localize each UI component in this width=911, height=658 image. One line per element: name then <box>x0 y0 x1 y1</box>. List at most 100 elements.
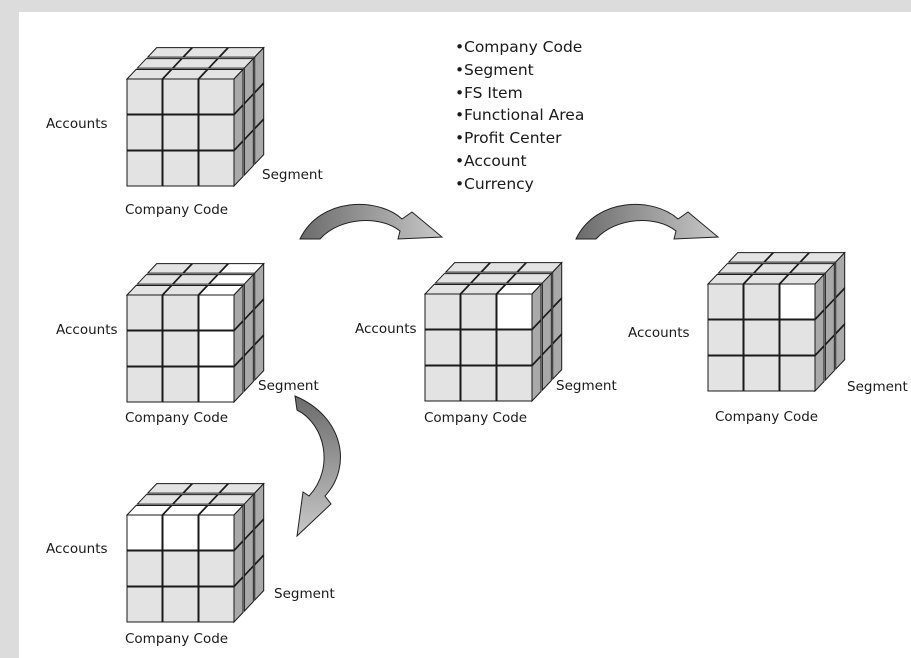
cube-top-cell <box>470 273 517 284</box>
cube-front-cell <box>198 78 235 115</box>
cube-front-cell <box>162 114 199 151</box>
cube-3 <box>423 261 563 403</box>
cube-front-cell <box>126 78 163 115</box>
characteristic-item: •Segment <box>455 60 534 79</box>
cube-front-cell <box>779 283 816 320</box>
cube-3-company-code-label: Company Code <box>424 410 528 426</box>
cube-front-cell <box>198 514 235 551</box>
cube-1 <box>125 46 265 188</box>
cube-2-accounts-label: Accounts <box>56 322 118 338</box>
cube-top-cell <box>136 494 183 505</box>
cube-side-cell <box>254 518 265 566</box>
cube-side-cell <box>254 82 265 130</box>
cube-front-cell <box>424 365 461 402</box>
cube-front-cell <box>162 78 199 115</box>
cube-front-cell <box>162 550 199 587</box>
cube-front-cell <box>162 366 199 403</box>
cube-5-company-code-label: Company Code <box>125 631 229 647</box>
cube-3-segment-label: Segment <box>556 378 617 394</box>
cube-diagram <box>125 46 846 624</box>
cube-1-accounts-label: Accounts <box>46 116 108 132</box>
cube-top-cell <box>444 262 491 273</box>
cube-1-segment-label: Segment <box>262 167 323 183</box>
cube-front-cell <box>496 293 533 330</box>
cube-side-cell <box>243 309 254 357</box>
cube-front-cell <box>743 283 780 320</box>
cube-front-cell <box>198 294 235 331</box>
cube-side-cell <box>552 297 563 345</box>
cube-front-cell <box>779 355 816 392</box>
cube-side-cell <box>243 345 254 393</box>
cube-top-cell <box>146 263 193 274</box>
cube-1-company-code-label: Company Code <box>125 202 229 218</box>
cube-side-cell <box>243 529 254 577</box>
cube-front-cell <box>126 294 163 331</box>
curved-arrow-down-icon <box>294 395 341 538</box>
cube-front-cell <box>126 550 163 587</box>
characteristic-item: •Company Code <box>455 38 583 56</box>
cube-side-cell <box>254 298 265 346</box>
cube-4-segment-label: Segment <box>847 379 908 395</box>
cube-front-cell <box>126 330 163 367</box>
cube-front-cell <box>162 514 199 551</box>
characteristic-item: •Functional Area <box>455 106 585 125</box>
cube-front-cell <box>162 330 199 367</box>
cube-front-cell <box>424 329 461 366</box>
cube-side-cell <box>243 93 254 141</box>
cube-side-cell <box>835 287 846 335</box>
diagram-canvas: Accounts Segment Company Code Accounts S… <box>19 12 911 658</box>
characteristic-item: •Profit Center <box>455 129 562 148</box>
cube-top-cell <box>434 273 481 284</box>
cube-front-cell <box>126 514 163 551</box>
cube-side-cell <box>243 129 254 177</box>
cube-top-cell <box>182 263 229 274</box>
cube-3-accounts-label: Accounts <box>355 321 417 337</box>
cube-side-cell <box>243 493 254 541</box>
cube-top-cell <box>146 47 193 58</box>
cube-front-cell <box>198 330 235 367</box>
cube-side-cell <box>835 251 846 299</box>
cube-side-cell <box>254 118 265 166</box>
cube-top-cell <box>136 274 183 285</box>
cube-front-cell <box>198 366 235 403</box>
cube-front-cell <box>162 294 199 331</box>
cube-front-cell <box>162 586 199 623</box>
cube-side-cell <box>254 334 265 382</box>
cube-front-cell <box>707 319 744 356</box>
cube-2-segment-label: Segment <box>258 378 319 394</box>
cube-side-cell <box>254 262 265 310</box>
cube-front-cell <box>198 114 235 151</box>
cube-front-cell <box>460 293 497 330</box>
cube-top-cell <box>727 252 774 263</box>
cube-top-cell <box>136 58 183 69</box>
cube-side-cell <box>552 261 563 309</box>
curved-arrow-icon <box>299 203 444 240</box>
cube-front-cell <box>198 550 235 587</box>
cube-4-company-code-label: Company Code <box>715 409 819 425</box>
cube-front-cell <box>743 319 780 356</box>
cube-top-cell <box>146 483 193 494</box>
cube-top-cell <box>753 263 800 274</box>
cube-front-cell <box>198 586 235 623</box>
cube-front-cell <box>162 150 199 187</box>
cube-side-cell <box>541 272 552 320</box>
cube-4 <box>706 251 846 393</box>
cube-side-cell <box>824 298 835 346</box>
cube-front-cell <box>126 114 163 151</box>
cube-side-cell <box>254 554 265 602</box>
cube-side-cell <box>254 482 265 530</box>
cube-side-cell <box>243 273 254 321</box>
cube-side-cell <box>254 46 265 94</box>
curved-arrow-icon <box>575 203 720 240</box>
cube-top-cell <box>763 252 810 263</box>
cube-top-cell <box>717 263 764 274</box>
cube-side-cell <box>243 565 254 613</box>
cube-side-cell <box>541 344 552 392</box>
cube-top-cell <box>172 494 219 505</box>
cube-front-cell <box>198 150 235 187</box>
cube-front-cell <box>126 150 163 187</box>
cube-front-cell <box>126 366 163 403</box>
cube-front-cell <box>496 365 533 402</box>
cube-front-cell <box>707 355 744 392</box>
cube-side-cell <box>824 262 835 310</box>
